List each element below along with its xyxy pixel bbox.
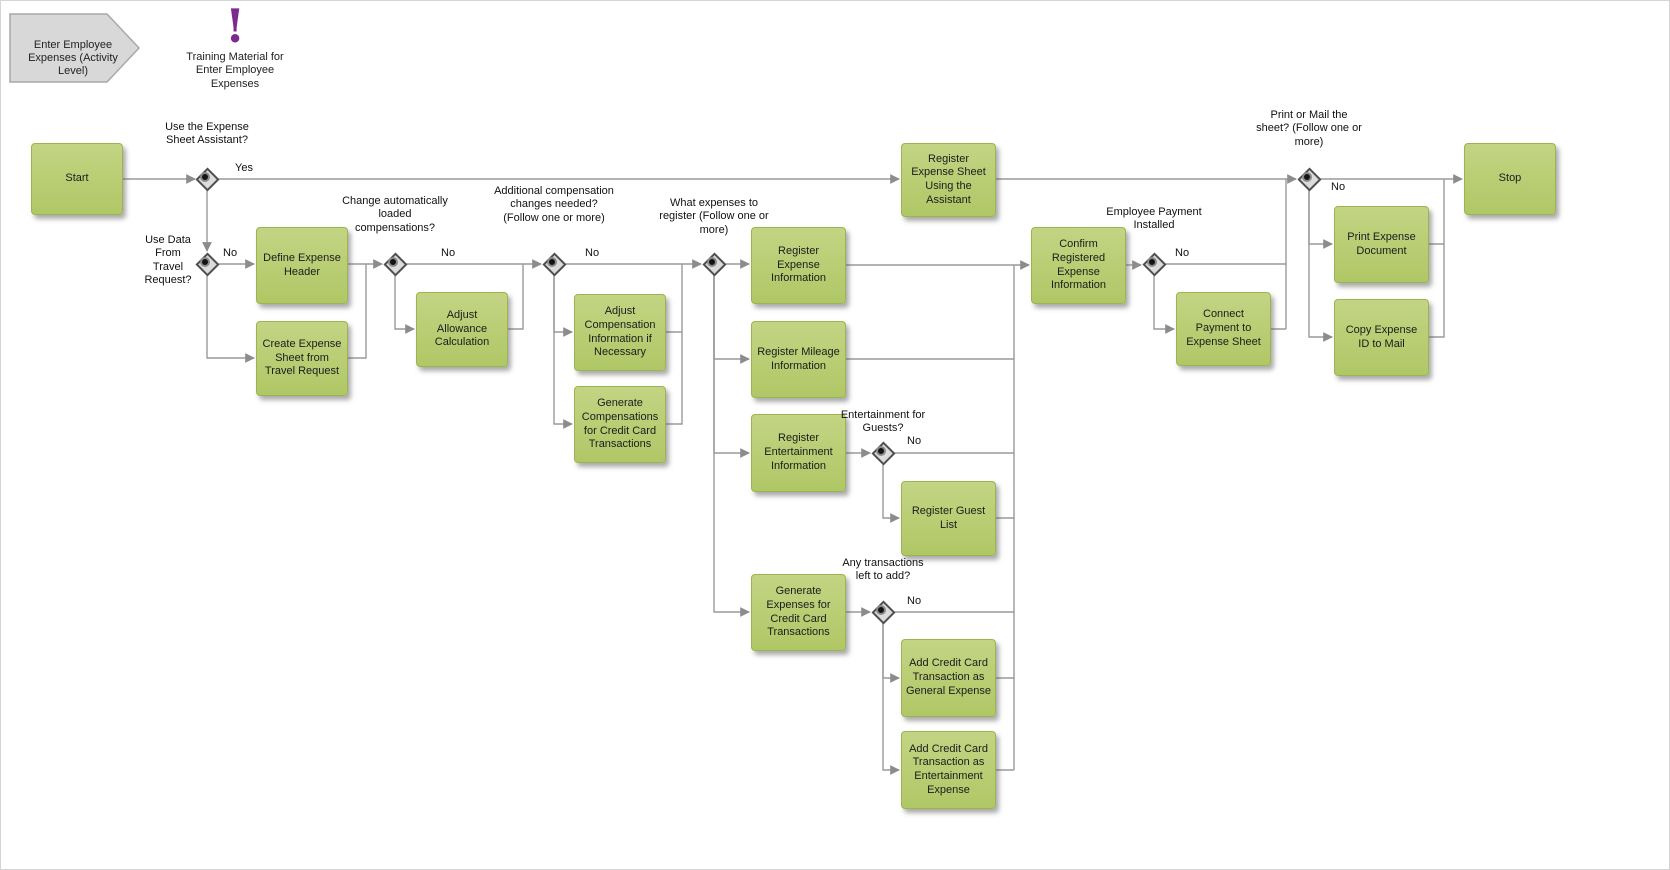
node-label: Register Entertainment Information <box>764 432 833 472</box>
node-generate-expenses-credit-card[interactable]: Generate Expenses for Credit Card Transa… <box>751 574 846 651</box>
gateway-print-or-mail-icon <box>1296 166 1322 192</box>
branch-label-no: No <box>1175 247 1190 259</box>
decision-label-entertainment-guests: Entertainment for Guests? <box>840 409 926 435</box>
gateway-entertainment-guests-icon <box>870 440 896 466</box>
node-create-expense-sheet-from-travel-request[interactable]: Create Expense Sheet from Travel Request <box>256 321 348 396</box>
node-register-expense-information[interactable]: Register Expense Information <box>751 227 846 304</box>
activity-title-banner: Enter Employee Expenses (Activity Level) <box>9 13 141 83</box>
node-register-expense-sheet-using-assistant[interactable]: Register Expense Sheet Using the Assista… <box>901 143 996 217</box>
decision-label-additional-compensation: Additional compensation changes needed? … <box>494 185 614 224</box>
node-label: Connect Payment to Expense Sheet <box>1186 308 1261 348</box>
node-label: Start <box>65 172 89 185</box>
node-register-guest-list[interactable]: Register Guest List <box>901 481 996 556</box>
node-generate-compensations-credit-card[interactable]: Generate Compensations for Credit Card T… <box>574 386 666 463</box>
node-stop[interactable]: Stop <box>1464 143 1556 215</box>
training-material-link[interactable]: Training Material for Enter Employee Exp… <box>186 51 284 90</box>
branch-label-no: No <box>223 247 238 259</box>
node-label: Define Expense Header <box>263 251 341 278</box>
node-add-cc-transaction-entertainment-expense[interactable]: Add Credit Card Transaction as Entertain… <box>901 731 996 809</box>
node-register-entertainment-information[interactable]: Register Entertainment Information <box>751 414 846 492</box>
branch-label-yes: Yes <box>235 162 253 174</box>
branch-label-no: No <box>1331 181 1346 193</box>
gateway-what-expenses-icon <box>701 251 727 277</box>
activity-title: Enter Employee Expenses (Activity Level) <box>28 39 118 78</box>
node-confirm-registered-expense-information[interactable]: Confirm Registered Expense Information <box>1031 227 1126 304</box>
gateway-additional-compensation-icon <box>541 251 567 277</box>
branch-label-no: No <box>441 247 456 259</box>
node-label: Create Expense Sheet from Travel Request <box>262 337 342 378</box>
node-label: Register Mileage Information <box>757 345 840 372</box>
chevron-banner-shape <box>9 13 141 83</box>
gateway-change-compensations-icon <box>382 251 408 277</box>
gateway-transactions-left-icon <box>870 599 896 625</box>
node-print-expense-document[interactable]: Print Expense Document <box>1334 206 1429 283</box>
node-label: Adjust Allowance Calculation <box>434 308 490 349</box>
gateway-use-travel-data-icon <box>194 251 220 277</box>
node-label: Print Expense Document <box>1347 230 1416 257</box>
node-add-cc-transaction-general-expense[interactable]: Add Credit Card Transaction as General E… <box>901 639 996 717</box>
gateway-use-assistant-icon <box>194 166 220 192</box>
node-label: Register Expense Information <box>770 244 827 285</box>
decision-label-employee-payment: Employee Payment Installed <box>1106 206 1202 232</box>
node-define-expense-header[interactable]: Define Expense Header <box>256 227 348 304</box>
decision-label-change-compensations: Change automatically loaded compensation… <box>342 195 448 234</box>
node-label: Stop <box>1498 172 1522 185</box>
node-adjust-compensation-information[interactable]: Adjust Compensation Information if Neces… <box>574 294 666 371</box>
branch-label-no: No <box>907 595 922 607</box>
node-copy-expense-id-to-mail[interactable]: Copy Expense ID to Mail <box>1334 299 1429 376</box>
node-label: Generate Expenses for Credit Card Transa… <box>766 585 831 639</box>
node-label: Generate Compensations for Credit Card T… <box>581 397 659 451</box>
node-label: Register Expense Sheet Using the Assista… <box>911 152 986 206</box>
decision-label-use-assistant: Use the Expense Sheet Assistant? <box>165 121 249 147</box>
node-label: Register Guest List <box>911 504 986 531</box>
gateway-employee-payment-icon <box>1141 251 1167 277</box>
node-start[interactable]: Start <box>31 143 123 215</box>
decision-label-what-expenses: What expenses to register (Follow one or… <box>659 197 769 236</box>
branch-label-no: No <box>907 435 922 447</box>
node-connect-payment-to-expense-sheet[interactable]: Connect Payment to Expense Sheet <box>1176 292 1271 366</box>
node-label: Add Credit Card Transaction as General E… <box>906 657 991 697</box>
node-label: Confirm Registered Expense Information <box>1050 238 1107 292</box>
node-label: Copy Expense ID to Mail <box>1345 323 1418 350</box>
node-register-mileage-information[interactable]: Register Mileage Information <box>751 321 846 398</box>
node-adjust-allowance-calculation[interactable]: Adjust Allowance Calculation <box>416 292 508 367</box>
branch-label-no: No <box>585 247 600 259</box>
decision-label-transactions-left: Any transactions left to add? <box>842 557 924 583</box>
decision-label-print-or-mail: Print or Mail the sheet? (Follow one or … <box>1256 109 1362 148</box>
exclamation-icon: ! <box>225 0 246 53</box>
node-label: Adjust Compensation Information if Neces… <box>584 305 656 359</box>
node-label: Add Credit Card Transaction as Entertain… <box>909 742 988 796</box>
decision-label-use-travel-data: Use Data From Travel Request? <box>144 234 192 287</box>
